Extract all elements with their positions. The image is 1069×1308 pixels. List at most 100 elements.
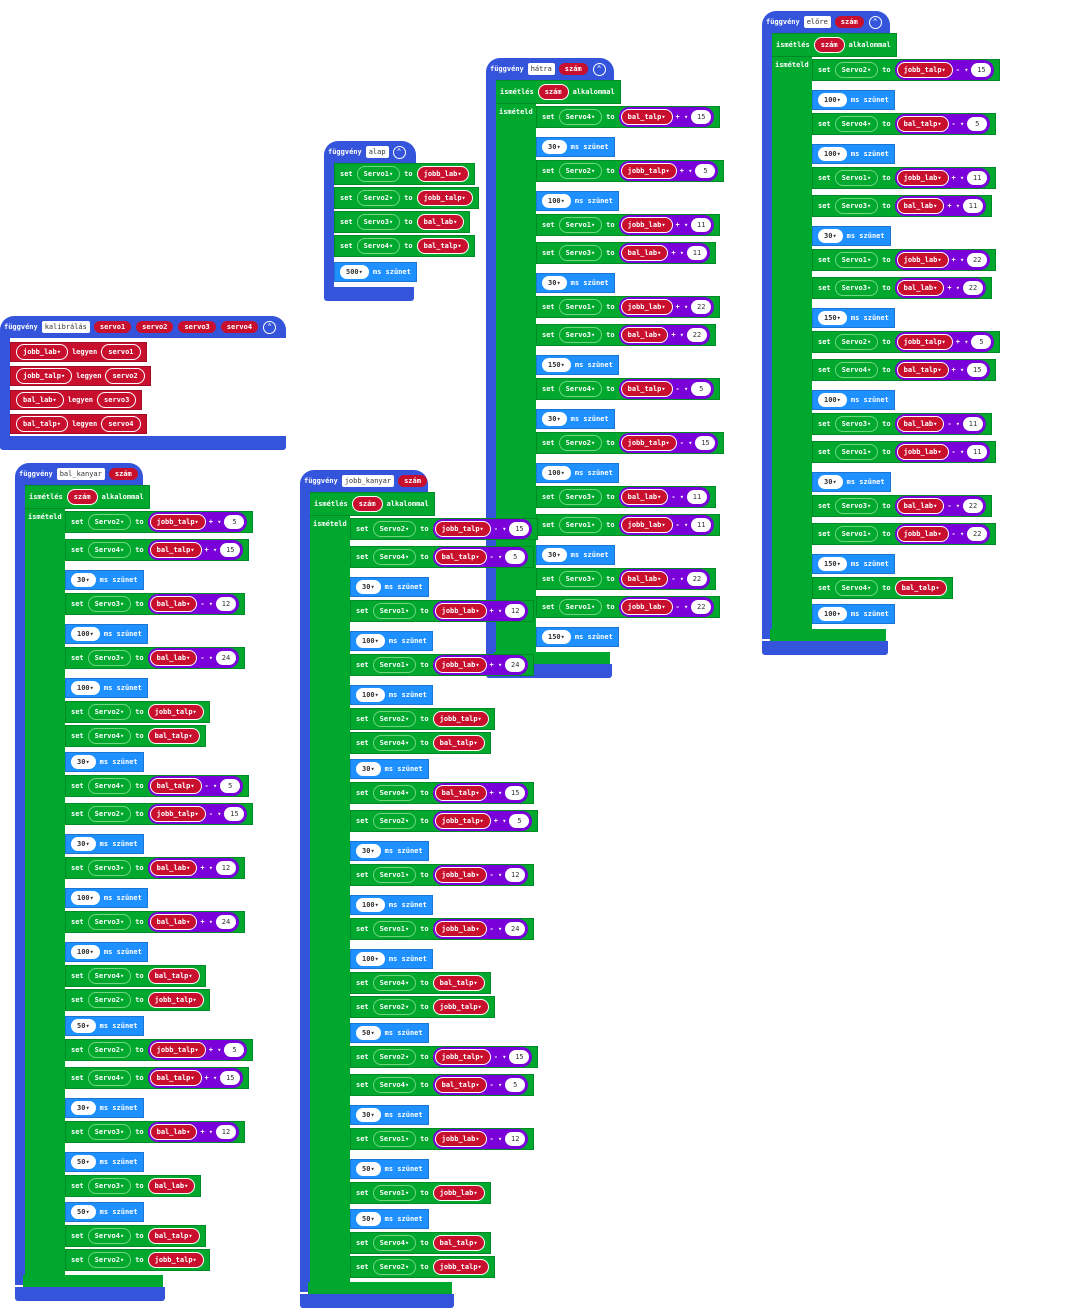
pause-block[interactable]: 100ms szünet [65,678,148,698]
function-name[interactable]: jobb_kanyar [341,475,395,487]
variable-dropdown[interactable]: bal_talp [894,580,947,596]
operator-dropdown[interactable]: - [490,1135,503,1143]
servo-dropdown[interactable]: Servo3 [87,860,132,876]
servo-set-block[interactable]: setServo1tojobb_lab-22 [536,596,721,618]
function-param[interactable]: servo2 [136,321,174,333]
operator-dropdown[interactable]: + [490,661,503,669]
number-input[interactable]: 15 [509,522,530,536]
math-block[interactable]: bal_talp-5 [147,776,244,796]
function-param[interactable]: szám [108,468,138,480]
pause-block[interactable]: 150ms szünet [536,355,619,375]
math-block[interactable]: bal_lab+24 [147,912,239,932]
servo-set-block[interactable]: setServo4tobal_talp [812,577,953,599]
operator-dropdown[interactable]: + [205,546,218,554]
variable-dropdown[interactable]: bal_lab [896,498,945,514]
servo-dropdown[interactable]: Servo3 [834,416,879,432]
servo-dropdown[interactable]: Servo3 [87,1124,132,1140]
servo-set-block[interactable]: setServo1tojobb_lab-11 [812,441,997,463]
pause-value[interactable]: 30 [542,140,567,154]
operator-dropdown[interactable]: - [947,502,960,510]
servo-set-block[interactable]: setServo4tobal_talp+15 [812,359,997,381]
function-param[interactable]: servo1 [93,321,132,333]
operator-dropdown[interactable]: - [200,654,213,662]
loop-count-var[interactable]: szám [351,496,383,512]
math-block[interactable]: bal_talp+15 [618,107,715,127]
servo-dropdown[interactable]: Servo2 [372,521,417,537]
operator-dropdown[interactable]: - [494,1053,507,1061]
servo-set-block[interactable]: setServo3tobal_lab-24 [65,647,245,669]
number-input[interactable]: 22 [687,328,707,342]
variable-set-block[interactable]: jobb_talplegyenservo2 [10,366,151,386]
variable-dropdown[interactable]: jobb_lab [896,252,949,268]
servo-dropdown[interactable]: Servo4 [87,728,132,744]
pause-block[interactable]: 100ms szünet [65,942,148,962]
servo-dropdown[interactable]: Servo1 [558,217,603,233]
variable-dropdown[interactable]: bal_lab [149,650,198,666]
servo-dropdown[interactable]: Servo4 [372,1235,417,1251]
pause-value[interactable]: 100 [71,681,100,695]
servo-set-block[interactable]: setServo1tojobb_lab-12 [350,1128,535,1150]
number-input[interactable]: 12 [216,1125,236,1139]
function-param[interactable]: szám [834,16,864,28]
servo-set-block[interactable]: setServo3tobal_lab+12 [65,1121,245,1143]
servo-set-block[interactable]: setServo2tojobb_talp-15 [812,59,1001,81]
number-input[interactable]: 5 [967,117,988,131]
function-param[interactable]: szám [558,63,588,75]
number-input[interactable]: 15 [505,786,526,800]
number-input[interactable]: 24 [216,915,236,929]
pause-value[interactable]: 30 [356,580,381,594]
number-input[interactable]: 15 [967,363,988,377]
pause-value[interactable]: 30 [71,573,96,587]
math-block[interactable]: bal_talp+15 [147,540,244,560]
operator-dropdown[interactable]: + [947,284,960,292]
param-value[interactable]: servo4 [101,416,141,432]
servo-dropdown[interactable]: Servo3 [87,1178,132,1194]
servo-set-block[interactable]: setServo4tobal_talp [350,972,491,994]
number-input[interactable]: 22 [963,499,983,513]
servo-dropdown[interactable]: Servo3 [87,596,132,612]
number-input[interactable]: 15 [695,436,716,450]
pause-value[interactable]: 100 [71,891,100,905]
pause-value[interactable]: 150 [818,557,847,571]
number-input[interactable]: 5 [695,164,716,178]
operator-dropdown[interactable]: - [494,525,507,533]
number-input[interactable]: 15 [971,63,992,77]
variable-dropdown[interactable]: bal_lab [896,416,945,432]
servo-dropdown[interactable]: Servo2 [87,1042,132,1058]
variable-dropdown[interactable]: jobb_talp [149,514,206,530]
variable-dropdown[interactable]: bal_lab [620,571,669,587]
variable-dropdown[interactable]: jobb_talp [16,368,73,384]
variable-dropdown[interactable]: bal_talp [434,549,487,565]
math-block[interactable]: bal_lab+11 [618,243,710,263]
pause-value[interactable]: 50 [71,1155,96,1169]
operator-dropdown[interactable]: - [952,120,965,128]
operator-dropdown[interactable]: - [200,600,213,608]
servo-set-block[interactable]: setServo2tojobb_talp [65,989,210,1011]
number-input[interactable]: 22 [687,572,707,586]
number-input[interactable]: 15 [691,110,712,124]
number-input[interactable]: 12 [505,868,526,882]
variable-dropdown[interactable]: bal_talp [896,116,949,132]
variable-dropdown[interactable]: jobb_talp [147,992,204,1008]
operator-dropdown[interactable]: + [952,174,965,182]
math-block[interactable]: bal_lab-11 [894,414,986,434]
servo-set-block[interactable]: setServo1tojobb_lab-24 [350,918,535,940]
servo-dropdown[interactable]: Servo2 [87,704,132,720]
operator-dropdown[interactable]: + [952,256,965,264]
servo-set-block[interactable]: setServo1tojobb_lab-11 [536,514,721,536]
servo-dropdown[interactable]: Servo2 [356,190,401,206]
servo-set-block[interactable]: setServo3tobal_lab+24 [65,911,245,933]
math-block[interactable]: jobb_talp-15 [894,60,995,80]
number-input[interactable]: 5 [505,550,526,564]
operator-dropdown[interactable]: + [671,331,684,339]
pause-block[interactable]: 30ms szünet [350,1105,429,1125]
variable-set-block[interactable]: bal_lablegyenservo3 [10,390,143,410]
servo-dropdown[interactable]: Servo4 [372,1077,417,1093]
pause-block[interactable]: 30ms szünet [536,137,615,157]
servo-dropdown[interactable]: Servo2 [558,435,603,451]
servo-set-block[interactable]: setServo3tobal_lab+22 [536,324,716,346]
variable-set-block[interactable]: bal_talplegyenservo4 [10,414,147,434]
function-param[interactable]: servo4 [220,321,259,333]
